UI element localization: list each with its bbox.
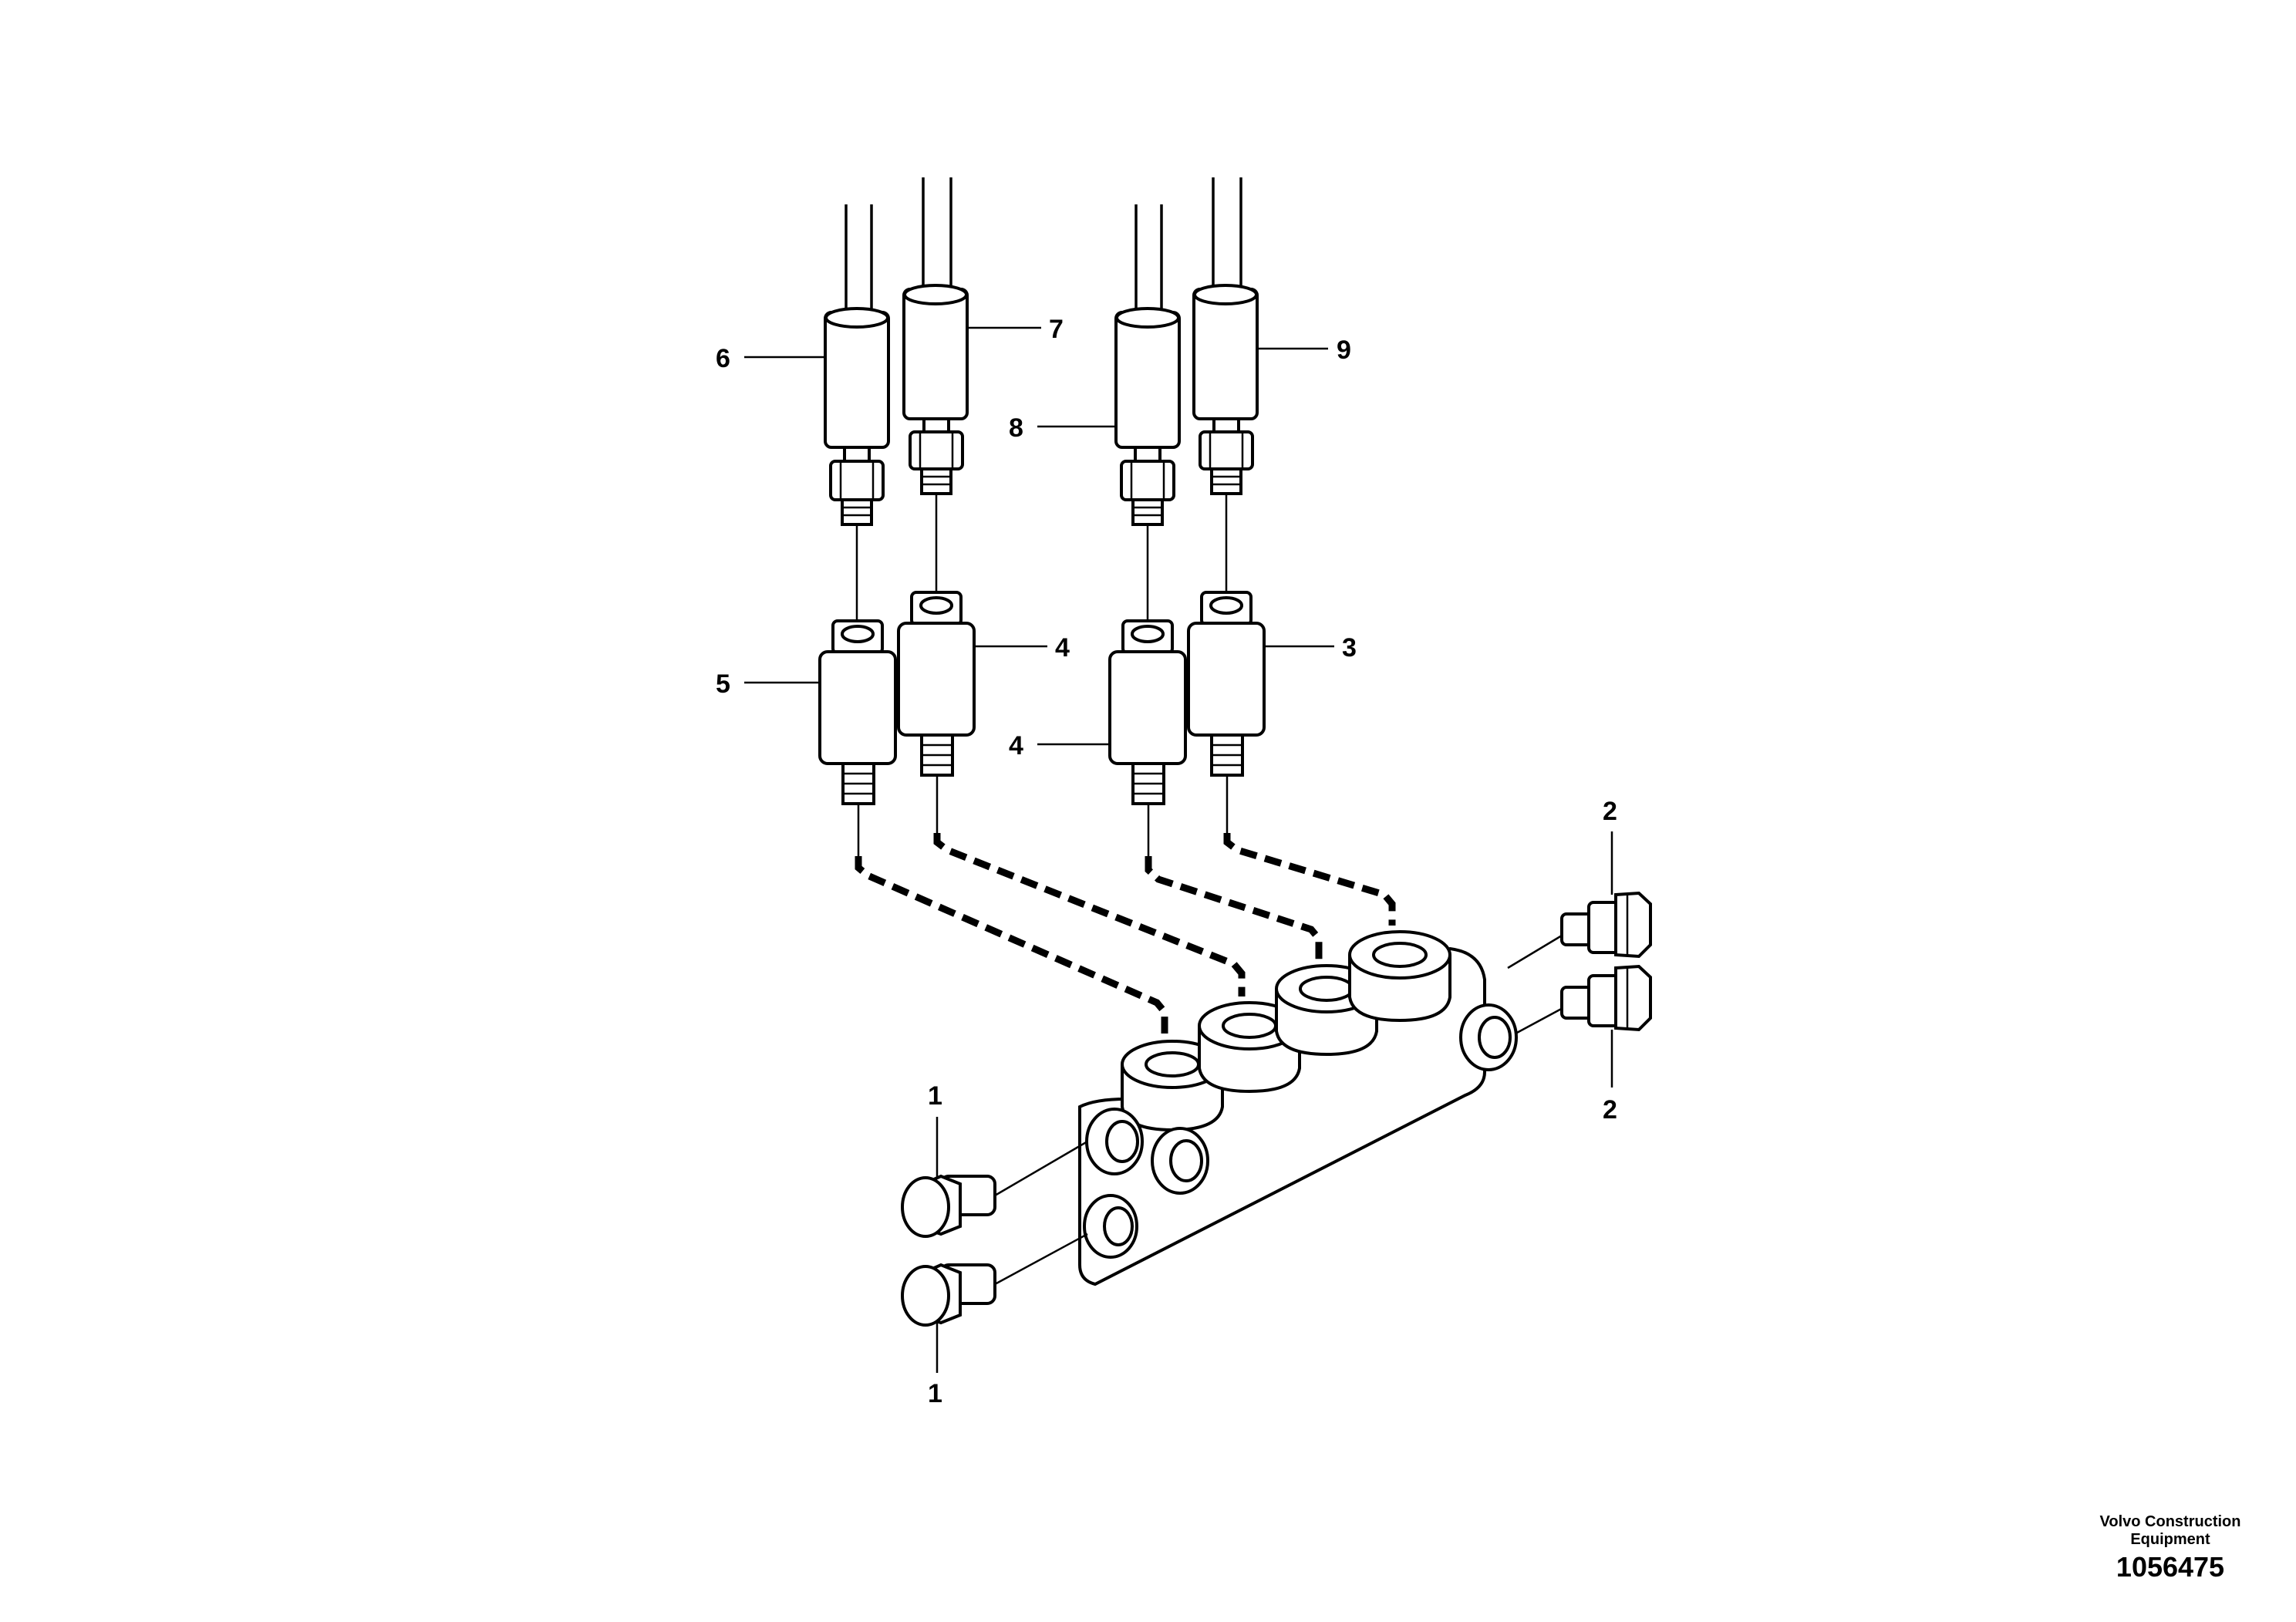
callout-1-bottom: 1 bbox=[928, 1379, 942, 1408]
hose-adapter-links bbox=[855, 494, 1228, 621]
plug-2-bottom bbox=[1515, 964, 1652, 1035]
callout-1-top: 1 bbox=[928, 1081, 942, 1111]
hose-6 bbox=[824, 204, 890, 526]
hose-8 bbox=[1114, 204, 1181, 526]
credit-company-line2: Equipment bbox=[2130, 1531, 2210, 1548]
callout-4-upper: 4 bbox=[1055, 633, 1070, 663]
callout-7: 7 bbox=[1049, 315, 1064, 344]
dashed-routing bbox=[855, 775, 1396, 1034]
drawing-credit: Volvo Construction Equipment 1056475 bbox=[2100, 1513, 2241, 1583]
manifold-block bbox=[1078, 930, 1518, 1286]
callout-2-bottom: 2 bbox=[1603, 1095, 1617, 1125]
leader-lines bbox=[744, 326, 1613, 1373]
adapter-3 bbox=[1187, 591, 1266, 777]
callout-9: 9 bbox=[1337, 336, 1351, 365]
credit-company-line1: Volvo Construction bbox=[2100, 1513, 2241, 1530]
plug-1-top bbox=[901, 1140, 1088, 1238]
adapter-4-lower bbox=[1108, 619, 1187, 805]
callout-5: 5 bbox=[716, 669, 730, 699]
callout-4-lower: 4 bbox=[1009, 731, 1023, 760]
hose-9 bbox=[1192, 177, 1259, 495]
callout-2-top: 2 bbox=[1603, 797, 1617, 826]
manifold-port-bosses bbox=[1121, 930, 1451, 1132]
manifold-side-ports bbox=[1083, 1003, 1518, 1259]
callout-6: 6 bbox=[716, 344, 730, 373]
hose-7 bbox=[902, 177, 969, 495]
adapter-5 bbox=[818, 619, 897, 805]
callout-3: 3 bbox=[1342, 633, 1357, 663]
plug-1-bottom bbox=[901, 1233, 1088, 1327]
drawing-number: 1056475 bbox=[2116, 1551, 2224, 1583]
callout-8: 8 bbox=[1009, 413, 1023, 443]
plug-2-top bbox=[1507, 891, 1652, 969]
adapter-4-upper bbox=[897, 591, 976, 777]
